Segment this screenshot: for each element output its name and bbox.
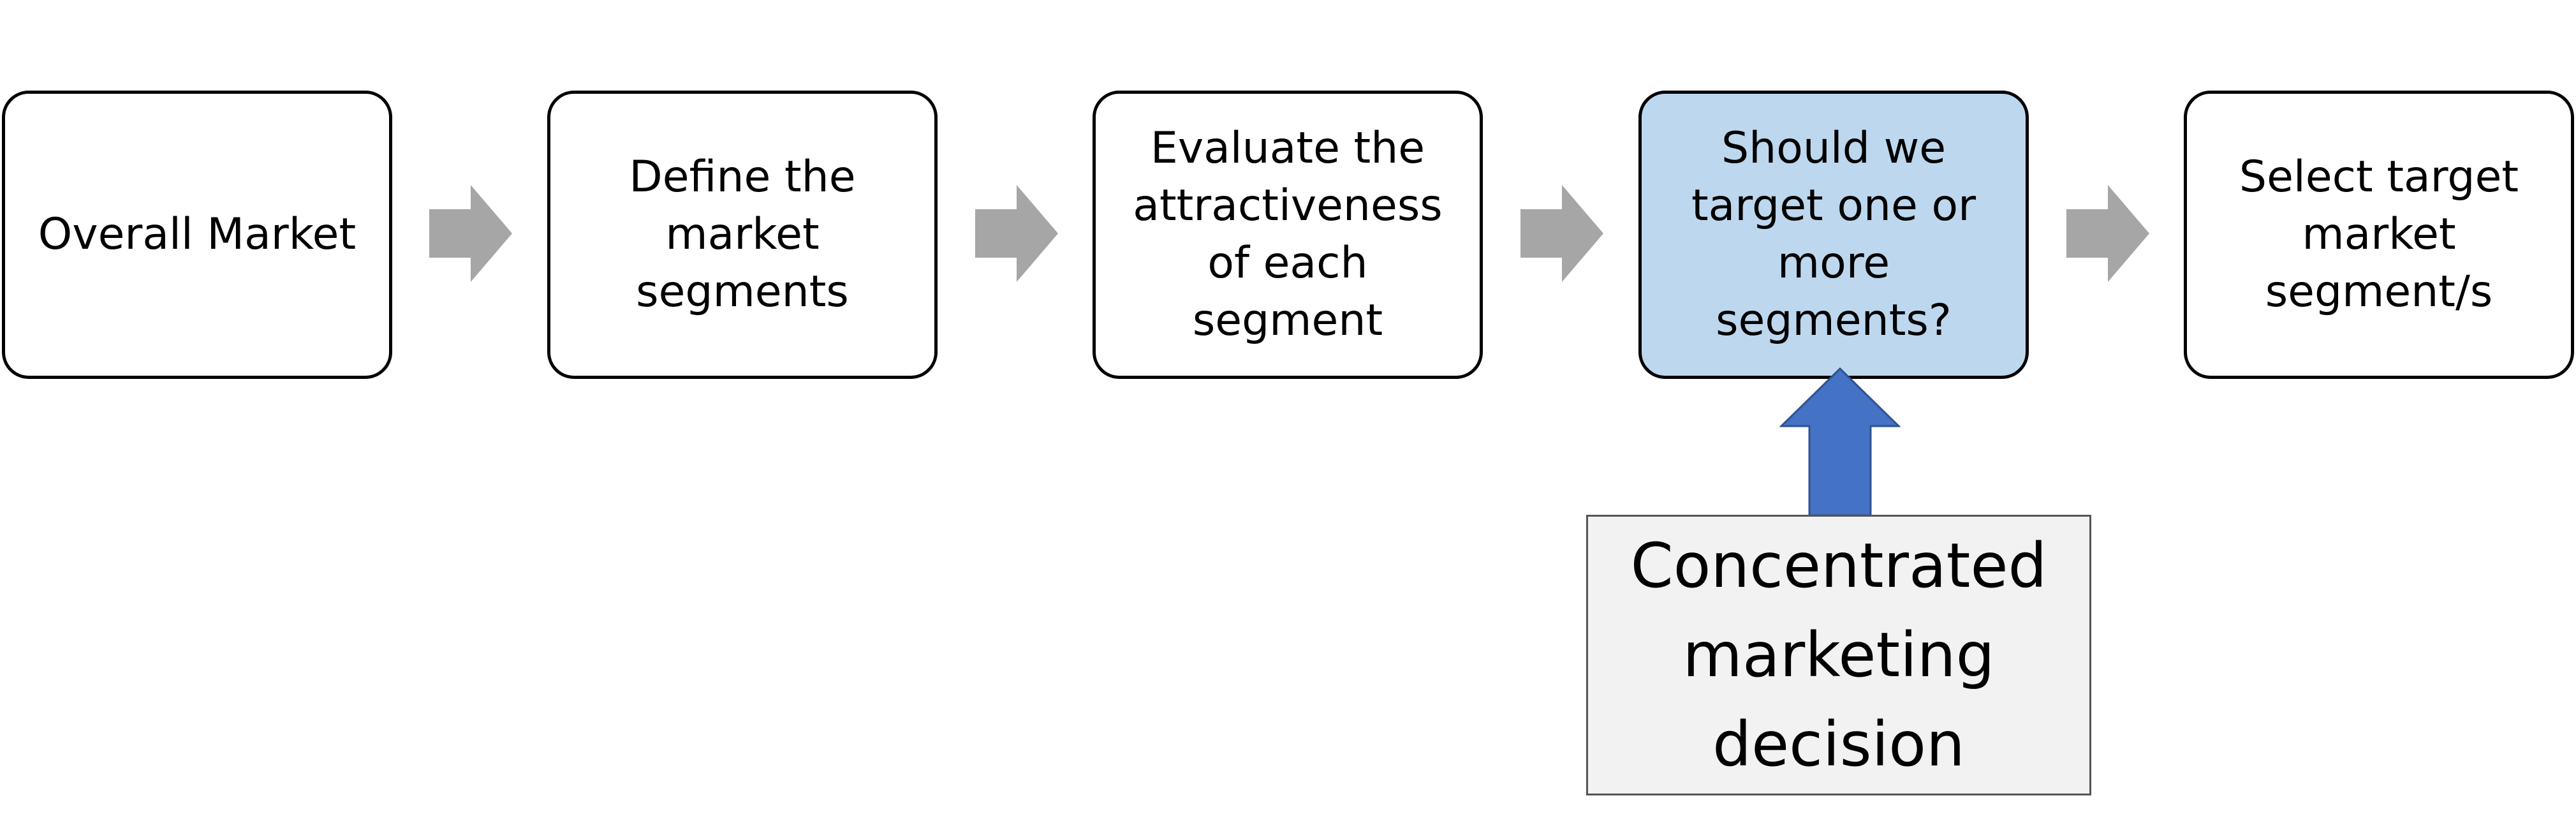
step-evaluate-attractiveness: Evaluate the attractiveness of each segm… — [1093, 91, 1483, 379]
concentrated-marketing-note: Concentrated marketing decision — [1586, 515, 2091, 795]
right-arrow-icon — [2066, 185, 2149, 282]
right-arrow-icon — [1520, 185, 1603, 282]
step-target-decision: Should we target one or more segments? — [1638, 91, 2029, 379]
step-label: Select target market segment/s — [2239, 152, 2519, 317]
step-label: Evaluate the attractiveness of each segm… — [1133, 123, 1443, 346]
step-select-target: Select target market segment/s — [2184, 91, 2574, 379]
step-label: Overall Market — [38, 209, 357, 260]
step-label: Should we target one or more segments? — [1691, 123, 1976, 346]
step-label: Define the market segments — [629, 152, 856, 317]
right-arrow-icon — [975, 185, 1058, 282]
step-overall-market: Overall Market — [2, 91, 392, 379]
right-arrow-icon — [429, 185, 512, 282]
note-label: Concentrated marketing decision — [1630, 530, 2047, 780]
step-define-segments: Define the market segments — [547, 91, 938, 379]
up-arrow-icon — [1779, 367, 1901, 517]
